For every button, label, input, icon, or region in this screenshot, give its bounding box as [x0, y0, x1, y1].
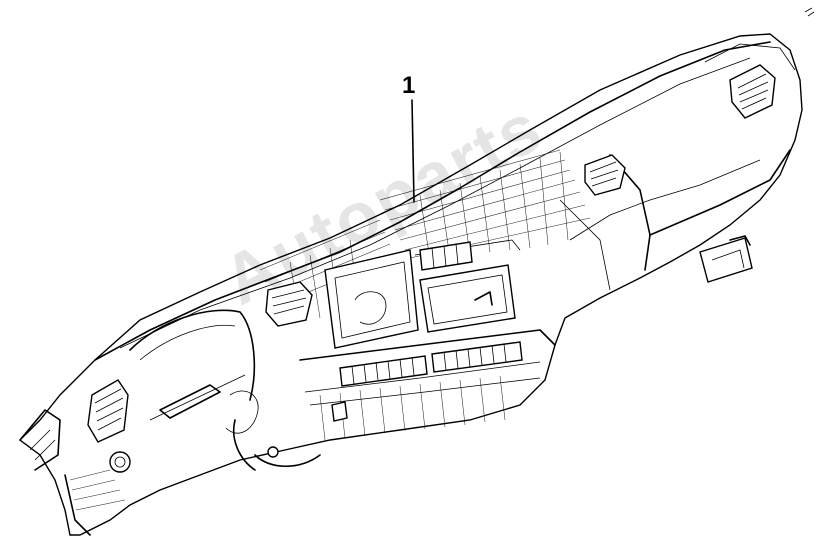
- left-end-cap: [19, 409, 131, 536]
- mounting-bracket-right: [699, 235, 753, 283]
- top-ridge: [94, 41, 771, 361]
- corner-mark: [804, 7, 815, 17]
- callout-leader-line: [411, 99, 415, 203]
- air-vent-left: [87, 379, 129, 443]
- switch-bank-upper: [419, 241, 473, 271]
- air-vent-right: [729, 64, 776, 119]
- air-vent-left-center: [265, 281, 313, 327]
- right-side-panel: [609, 154, 651, 271]
- switch-bank-lower-right: [431, 341, 523, 373]
- callout-label-1: 1: [402, 72, 416, 99]
- lower-fascia: [299, 329, 556, 441]
- instrument-cluster-opening: [129, 309, 259, 471]
- switch-bank-lower-left: [339, 355, 428, 387]
- center-console: [324, 239, 521, 349]
- air-vent-center: [584, 154, 626, 196]
- mesh-pattern: [259, 149, 591, 321]
- lower-center-bulge: [254, 401, 348, 467]
